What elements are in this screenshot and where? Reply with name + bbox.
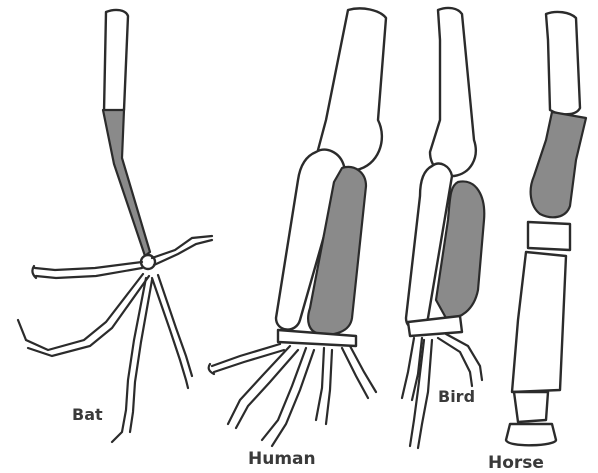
- human-label: Human: [248, 449, 316, 469]
- horse-hoof: [506, 424, 556, 445]
- bat-digit-4: [112, 278, 152, 442]
- bat-digit-2: [152, 236, 212, 265]
- bat-label: Bat: [72, 405, 103, 424]
- horse-humerus: [546, 12, 580, 114]
- human-forelimb: Human: [209, 8, 386, 469]
- horse-label: Horse: [488, 453, 544, 473]
- human-carpals: [278, 330, 356, 346]
- bird-label: Bird: [438, 387, 475, 406]
- bat-digit-5: [152, 275, 192, 388]
- horse-cannon-bone: [512, 252, 566, 392]
- horse-pastern: [514, 392, 548, 422]
- human-digit-2: [228, 346, 298, 428]
- bird-humerus: [430, 8, 476, 176]
- horse-forelimb: Horse: [488, 12, 586, 473]
- horse-radius-shaded: [531, 112, 586, 217]
- human-digit-5: [342, 346, 376, 398]
- bird-forelimb: Bird: [402, 8, 484, 448]
- human-humerus: [318, 8, 386, 170]
- bird-digit-3: [438, 334, 482, 386]
- bat-radius-shaded: [103, 110, 150, 256]
- human-digit-4: [316, 348, 332, 424]
- bat-digit-3: [18, 274, 149, 356]
- bat-humerus: [104, 10, 128, 112]
- horse-carpals: [528, 222, 570, 250]
- bat-digit-1: [32, 262, 142, 278]
- bat-forelimb: Bat: [18, 10, 212, 442]
- human-digit-1: [209, 344, 284, 374]
